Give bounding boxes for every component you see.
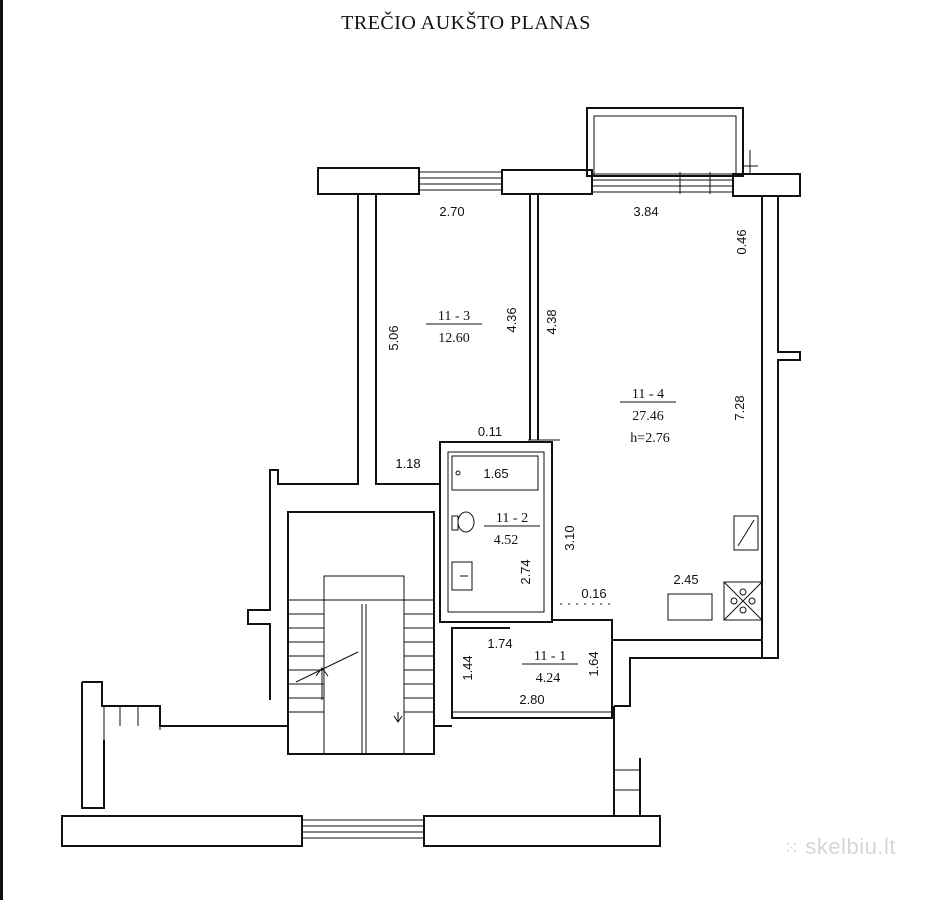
room-area-11-4: 27.46 — [632, 409, 664, 424]
watermark-text: skelbiu.lt — [805, 834, 896, 859]
dimension-label: 0.11 — [478, 424, 502, 439]
dimension-label: 3.10 — [562, 525, 577, 550]
balcony — [586, 107, 758, 177]
dimension-label: 1.18 — [395, 456, 420, 471]
dimension-label: 5.06 — [386, 325, 401, 350]
dimension-label: 2.70 — [439, 204, 464, 219]
dimension-label: 7.28 — [732, 395, 747, 420]
dimension-label: 1.74 — [487, 636, 512, 651]
plan-title: TREČIO AUKŠTO PLANAS — [341, 12, 591, 34]
exterior-walls — [61, 167, 801, 847]
watermark-dots-icon: ⁙ — [783, 838, 800, 858]
dimension-label: 2.45 — [673, 572, 698, 587]
room-label-11-2: 11 - 2 — [496, 511, 528, 526]
room-label-11-1: 11 - 1 — [534, 649, 566, 664]
room-height-11-4: h=2.76 — [630, 431, 669, 446]
dimension-label: 4.36 — [504, 307, 519, 332]
room-area-11-2: 4.52 — [494, 533, 519, 548]
dimension-label: 1.44 — [460, 655, 475, 680]
watermark: ⁙skelbiu.lt — [784, 834, 896, 860]
room-area-11-1: 4.24 — [536, 671, 561, 686]
dimension-label: 0.16 — [581, 586, 606, 601]
page-border-line — [0, 0, 3, 900]
room-label-11-4: 11 - 4 — [632, 387, 664, 402]
room-area-11-3: 12.60 — [438, 331, 470, 346]
room-label-11-3: 11 - 3 — [438, 309, 470, 324]
dimension-label: 2.74 — [518, 559, 533, 584]
dimension-label: 3.84 — [633, 204, 658, 219]
dimension-label: 1.64 — [586, 651, 601, 676]
dimension-label: 2.80 — [519, 692, 544, 707]
dimension-label: 1.65 — [483, 466, 508, 481]
dimension-label: 0.46 — [734, 229, 749, 254]
dimension-label: 4.38 — [544, 309, 559, 334]
